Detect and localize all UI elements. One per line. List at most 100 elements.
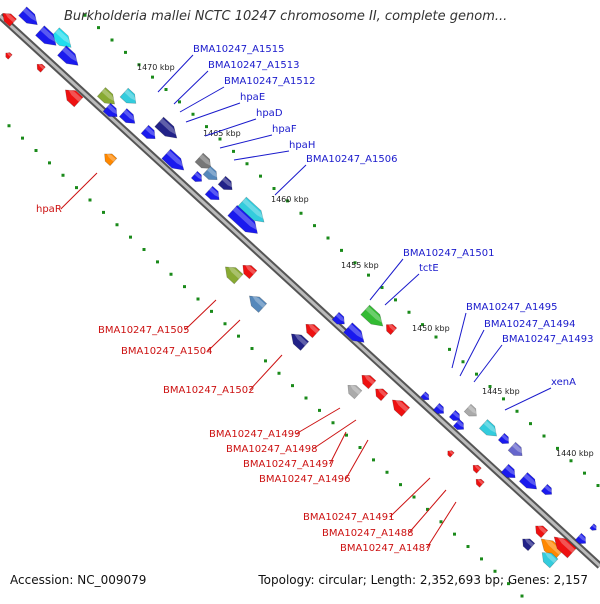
tick-mark <box>358 446 362 450</box>
tick-mark <box>488 385 492 389</box>
gene-label-reverse: hpaR <box>36 204 62 215</box>
gene-arrow <box>2 11 17 27</box>
tick-mark <box>205 125 208 129</box>
scale-label: 1440 kbp <box>556 449 594 458</box>
gene-arrow <box>574 532 587 544</box>
gene-arrow <box>478 419 499 437</box>
leader-line <box>473 344 503 383</box>
tick-mark <box>507 582 510 586</box>
gene-arrow <box>347 383 363 400</box>
gene-label-reverse: BMA10247_A1496 <box>259 474 350 485</box>
tick-mark <box>232 149 235 153</box>
gene-label-forward: hpaD <box>256 108 283 119</box>
gene-label-forward: BMA10247_A1501 <box>403 248 494 259</box>
tick-mark <box>372 458 375 462</box>
gene-arrow <box>35 25 58 46</box>
tick-mark <box>102 210 105 214</box>
tick-mark <box>569 459 573 463</box>
gene-arrow <box>507 441 524 457</box>
tick-mark <box>480 557 483 561</box>
gene-label-reverse: BMA10247_A1498 <box>226 444 317 455</box>
tick-mark <box>34 149 38 153</box>
tick-mark <box>183 285 186 289</box>
gene-arrow <box>104 152 118 167</box>
gene-arrow <box>447 450 455 458</box>
leader-line <box>504 387 552 411</box>
leader-line <box>329 431 347 465</box>
gene-arrow <box>540 483 553 495</box>
leader-line <box>184 299 217 331</box>
leader-line <box>274 164 307 196</box>
tick-mark <box>272 187 276 191</box>
gene-label-forward: hpaF <box>272 124 297 135</box>
gene-arrow <box>18 6 39 26</box>
gene-label-forward: BMA10247_A1515 <box>193 44 284 55</box>
tick-mark <box>48 161 51 165</box>
genome-summary-text: Topology: circular; Length: 2,352,693 bp… <box>258 573 588 587</box>
leader-line <box>179 86 225 113</box>
gene-arrow <box>305 322 321 339</box>
gene-label-reverse: BMA10247_A1504 <box>121 346 212 357</box>
gene-arrow <box>522 537 536 552</box>
tick-track <box>7 13 600 598</box>
gene-arrow <box>194 152 213 169</box>
leader-line <box>312 419 357 450</box>
tick-mark <box>399 483 402 487</box>
tick-mark <box>520 594 524 598</box>
gene-label-forward: BMA10247_A1495 <box>466 302 557 313</box>
gene-arrow <box>237 196 266 223</box>
gene-arrow <box>154 116 179 139</box>
tick-mark <box>129 235 132 239</box>
gene-arrow <box>225 265 244 285</box>
gene-arrow <box>65 88 84 108</box>
tick-mark <box>421 323 424 327</box>
accession-text: Accession: NC_009079 <box>10 573 147 587</box>
leader-line <box>389 477 431 518</box>
tick-mark <box>304 396 308 400</box>
tick-mark <box>331 421 335 425</box>
tick-mark <box>439 520 443 524</box>
tick-mark <box>353 261 357 265</box>
gene-arrow <box>204 185 221 201</box>
tick-mark <box>88 198 92 202</box>
leader-line <box>173 70 209 105</box>
gene-label-forward: BMA10247_A1512 <box>224 76 315 87</box>
gene-arrow <box>331 311 346 325</box>
gene-label-forward: hpaH <box>289 140 315 151</box>
gene-arrow <box>420 391 430 401</box>
gene-arrow <box>360 304 385 327</box>
tick-mark <box>237 334 240 338</box>
scale-label: 1445 kbp <box>482 387 520 396</box>
gene-arrow <box>290 332 310 351</box>
tick-mark <box>493 569 497 573</box>
tick-mark <box>97 26 100 30</box>
tick-mark <box>542 434 546 438</box>
gene-arrow <box>140 124 157 140</box>
leader-line <box>204 118 257 137</box>
tick-mark <box>434 335 438 339</box>
tick-mark <box>110 38 114 42</box>
tick-mark <box>164 88 168 92</box>
tick-mark <box>313 224 316 228</box>
tick-mark <box>245 162 249 166</box>
tick-mark <box>394 298 397 302</box>
gene-arrow <box>500 463 517 479</box>
map-title: Burkholderia mallei NCTC 10247 chromosom… <box>64 9 508 24</box>
tick-mark <box>259 174 262 178</box>
tick-mark <box>137 63 141 67</box>
gene-arrow <box>589 523 598 531</box>
gene-label-forward: hpaE <box>240 92 265 103</box>
tick-mark <box>326 236 330 240</box>
tick-mark <box>169 272 173 276</box>
tick-mark <box>340 248 343 252</box>
gene-arrow <box>497 432 510 444</box>
gene-label-reverse: BMA10247_A1505 <box>98 325 189 336</box>
tick-mark <box>156 260 159 264</box>
gene-label-forward: BMA10247_A1493 <box>502 334 593 345</box>
tick-mark <box>75 186 78 190</box>
tick-mark <box>461 360 465 364</box>
chromosome-backbone <box>0 13 600 569</box>
